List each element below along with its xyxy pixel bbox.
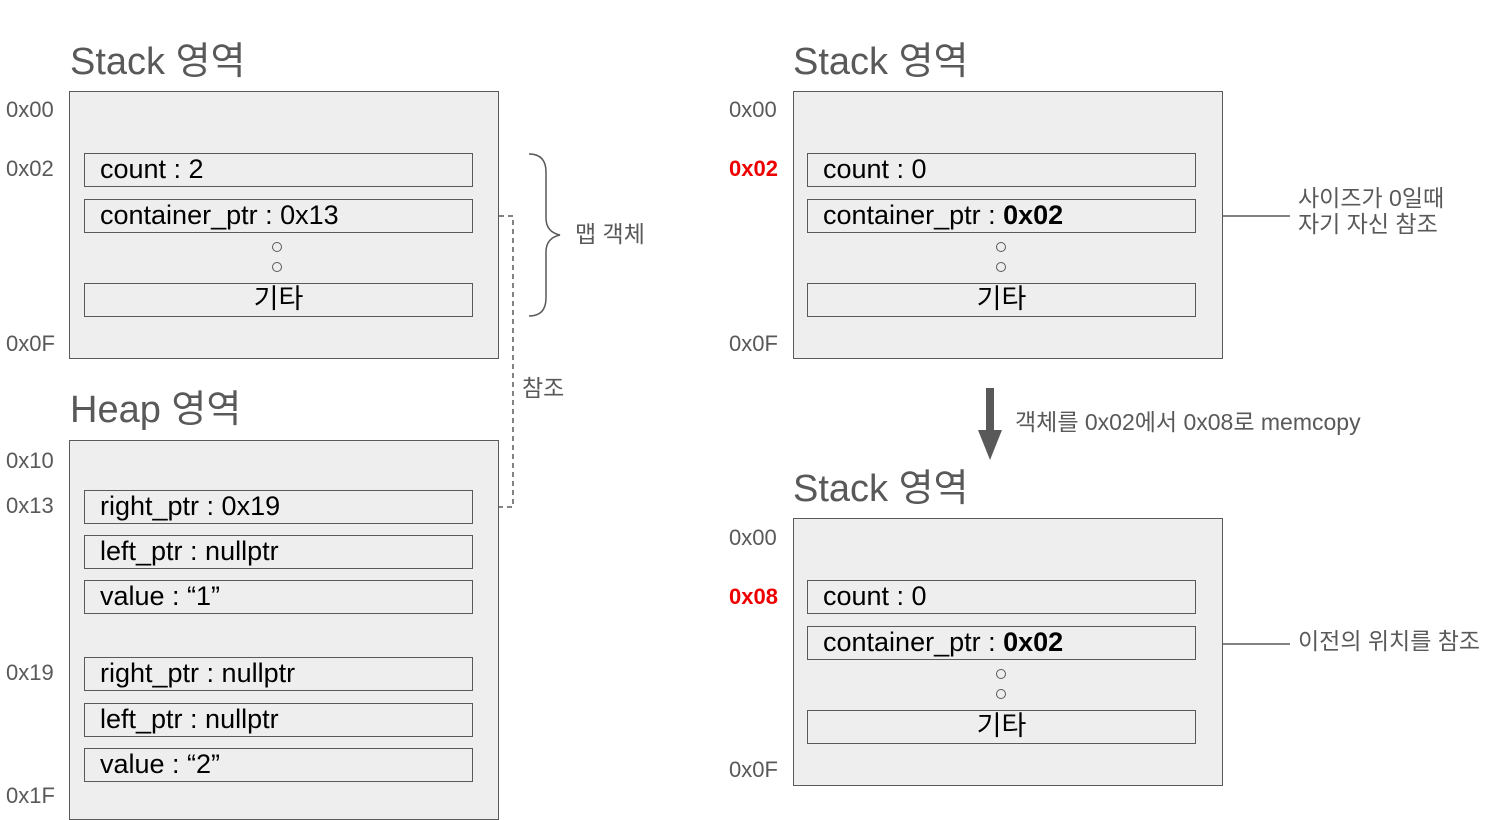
right-before-addr-obj: 0x02: [729, 156, 778, 181]
container-ptr-value: 0x02: [1003, 200, 1064, 230]
left-stack-title: Stack 영역: [70, 41, 246, 83]
memcopy-label: 객체를 0x02에서 0x08로 memcopy: [1015, 409, 1361, 435]
left-stack-addr-obj: 0x02: [6, 156, 54, 181]
node2-left-ptr-field: left_ptr : nullptr: [84, 703, 473, 737]
previous-location-note: 이전의 위치를 참조: [1298, 628, 1481, 654]
node2-value-field: value : “2”: [84, 748, 473, 782]
right-after-other-field: 기타: [807, 710, 1196, 744]
left-other-field: 기타: [84, 283, 473, 317]
right-after-addr-end: 0x0F: [729, 757, 778, 782]
node1-right-ptr-field: right_ptr : 0x19: [84, 490, 473, 524]
heap-addr-node2: 0x19: [6, 660, 54, 685]
map-object-brace: [528, 153, 561, 317]
container-ptr-value: 0x02: [1003, 627, 1064, 657]
container-ptr-label: container_ptr :: [823, 200, 1004, 230]
right-before-container-ptr-field: container_ptr : 0x02: [807, 199, 1196, 233]
node1-value-field: value : “1”: [84, 580, 473, 614]
ellipsis-dot: [996, 262, 1006, 272]
heap-addr-node1: 0x13: [6, 493, 54, 518]
right-before-addr-end: 0x0F: [729, 331, 778, 356]
right-stack-after-title: Stack 영역: [793, 468, 969, 510]
node1-left-ptr-field: left_ptr : nullptr: [84, 535, 473, 569]
left-container-ptr-field: container_ptr : 0x13: [84, 199, 473, 233]
right-before-addr-start: 0x00: [729, 97, 777, 122]
heap-addr-start: 0x10: [6, 448, 54, 473]
heap-title: Heap 영역: [70, 389, 242, 431]
ellipsis-dot: [996, 242, 1006, 252]
right-stack-before-title: Stack 영역: [793, 41, 969, 83]
map-object-label: 맵 객체: [575, 221, 645, 247]
self-reference-note: 사이즈가 0일때 자기 자신 참조: [1298, 185, 1445, 238]
memcopy-arrow-head: [978, 430, 1002, 460]
ellipsis-dot: [996, 669, 1006, 679]
right-after-count-field: count : 0: [807, 580, 1196, 614]
right-after-addr-start: 0x00: [729, 525, 777, 550]
container-ptr-label: container_ptr :: [823, 627, 1004, 657]
ellipsis-dot: [996, 689, 1006, 699]
left-stack-addr-start: 0x00: [6, 97, 54, 122]
reference-label: 참조: [522, 375, 565, 401]
ellipsis-dot: [272, 262, 282, 272]
heap-addr-end: 0x1F: [6, 783, 55, 808]
left-stack-addr-end: 0x0F: [6, 331, 55, 356]
ellipsis-dot: [272, 242, 282, 252]
right-after-container-ptr-field: container_ptr : 0x02: [807, 626, 1196, 660]
right-before-count-field: count : 0: [807, 153, 1196, 187]
right-before-other-field: 기타: [807, 283, 1196, 317]
left-count-field: count : 2: [84, 153, 473, 187]
node2-right-ptr-field: right_ptr : nullptr: [84, 657, 473, 691]
self-reference-note-line1: 사이즈가 0일때: [1298, 185, 1445, 211]
right-after-addr-obj: 0x08: [729, 584, 778, 609]
self-reference-note-line2: 자기 자신 참조: [1298, 210, 1438, 237]
